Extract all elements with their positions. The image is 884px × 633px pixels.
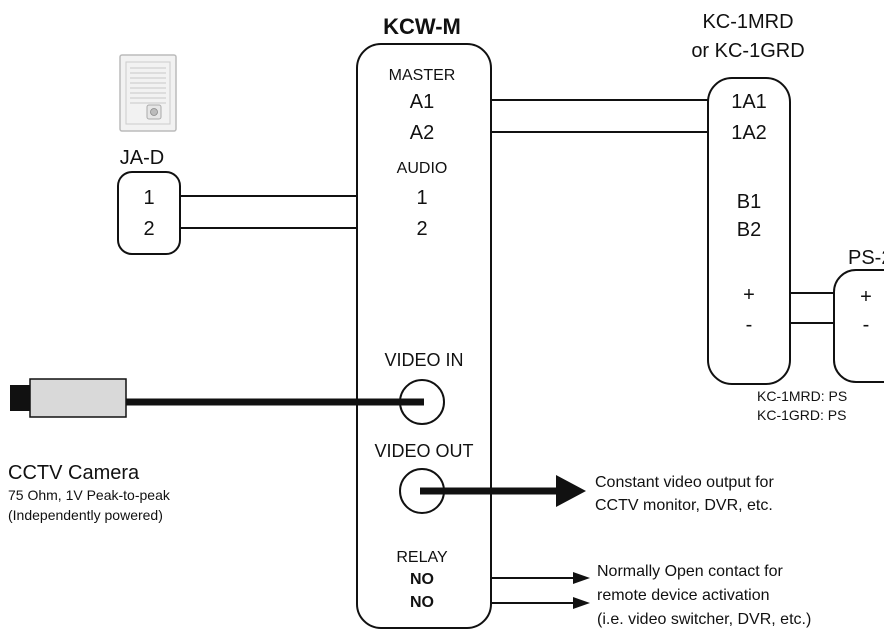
kc-terminal-1a1: 1A1 — [731, 91, 767, 113]
ja-d-terminal-1: 1 — [143, 187, 154, 209]
wires — [180, 99, 834, 324]
kcw-video-in-label: VIDEO IN — [384, 350, 463, 370]
kc-terminal-1a2: 1A2 — [731, 122, 767, 144]
kc-title-line2: or KC-1GRD — [691, 40, 804, 62]
kcw-audio-terminal-2: 2 — [416, 218, 427, 240]
video-out-note-line2: CCTV monitor, DVR, etc. — [595, 497, 773, 514]
relay-note-line2: remote device activation — [597, 587, 770, 604]
arrow-right-icon — [556, 475, 586, 507]
kc-note-2: KC-1GRD: PS — [757, 407, 846, 423]
door-station-icon — [119, 54, 177, 132]
kc-terminal-b2: B2 — [737, 219, 761, 241]
kcw-m-title: KCW-M — [383, 14, 461, 39]
camera-spec-1: 75 Ohm, 1V Peak-to-peak — [8, 487, 171, 503]
ja-d-title: JA-D — [120, 147, 164, 169]
arrow-right-icon — [573, 572, 590, 584]
kc-title-line1: KC-1MRD — [702, 11, 793, 33]
kcw-terminal-a2: A2 — [410, 122, 434, 144]
ja-d-terminal-2: 2 — [143, 218, 154, 240]
arrow-right-icon — [573, 597, 590, 609]
kcw-relay-no-1: NO — [410, 571, 434, 588]
relay-note-line3: (i.e. video switcher, DVR, etc.) — [597, 611, 811, 628]
camera-spec-2: (Independently powered) — [8, 507, 163, 523]
kcw-relay-no-2: NO — [410, 594, 434, 611]
ja-d-terminal-box — [117, 171, 181, 255]
ps-terminal-box — [833, 269, 884, 383]
cctv-camera-icon — [10, 378, 127, 418]
ps-terminal-plus: + — [860, 286, 872, 308]
kcw-audio-label: AUDIO — [397, 160, 448, 177]
relay-note-line1: Normally Open contact for — [597, 563, 784, 580]
kcw-video-out-label: VIDEO OUT — [374, 441, 473, 461]
kcw-relay-label: RELAY — [396, 549, 448, 566]
kc-terminal-minus: - — [746, 314, 753, 336]
kcw-audio-terminal-1: 1 — [416, 187, 427, 209]
kc-note-1: KC-1MRD: PS — [757, 388, 847, 404]
video-out-note-line1: Constant video output for — [595, 474, 774, 491]
kcw-m-box — [356, 43, 492, 629]
kcw-master-label: MASTER — [389, 67, 456, 84]
kc-terminal-b1: B1 — [737, 191, 761, 213]
kcw-terminal-a1: A1 — [410, 91, 434, 113]
kc-terminal-box — [707, 77, 791, 385]
ps-title: PS-24 — [848, 247, 884, 269]
kc-terminal-plus: + — [743, 284, 755, 306]
camera-title: CCTV Camera — [8, 462, 140, 484]
ps-terminal-minus: - — [863, 314, 870, 336]
